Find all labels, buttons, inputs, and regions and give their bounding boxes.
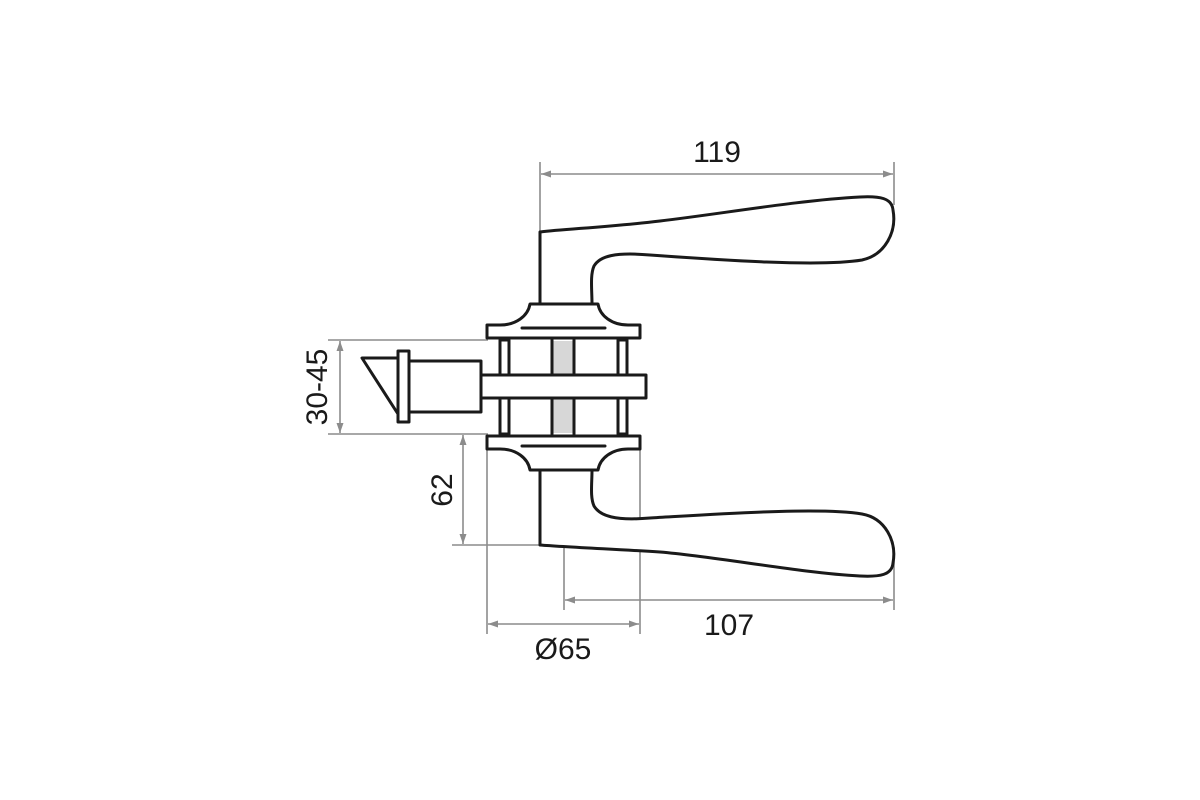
top-lever-handle bbox=[538, 195, 896, 306]
fixing-assembly bbox=[479, 338, 648, 436]
dim-label-30-45: 30-45 bbox=[301, 349, 334, 426]
top-rosette bbox=[485, 302, 642, 340]
dim-label-62: 62 bbox=[426, 473, 459, 506]
latch-tongue bbox=[360, 356, 400, 416]
latch-body bbox=[407, 359, 483, 414]
dim-label-65: Ø65 bbox=[535, 633, 592, 666]
dim-label-119: 119 bbox=[693, 136, 741, 169]
bottom-rosette bbox=[485, 434, 642, 472]
latch-faceplate bbox=[396, 349, 411, 424]
latch-bolt bbox=[360, 349, 483, 424]
dim-label-107: 107 bbox=[704, 609, 754, 642]
spindle-bar bbox=[479, 373, 648, 400]
bottom-lever-handle bbox=[538, 468, 896, 578]
dimension-lines bbox=[336, 170, 893, 628]
